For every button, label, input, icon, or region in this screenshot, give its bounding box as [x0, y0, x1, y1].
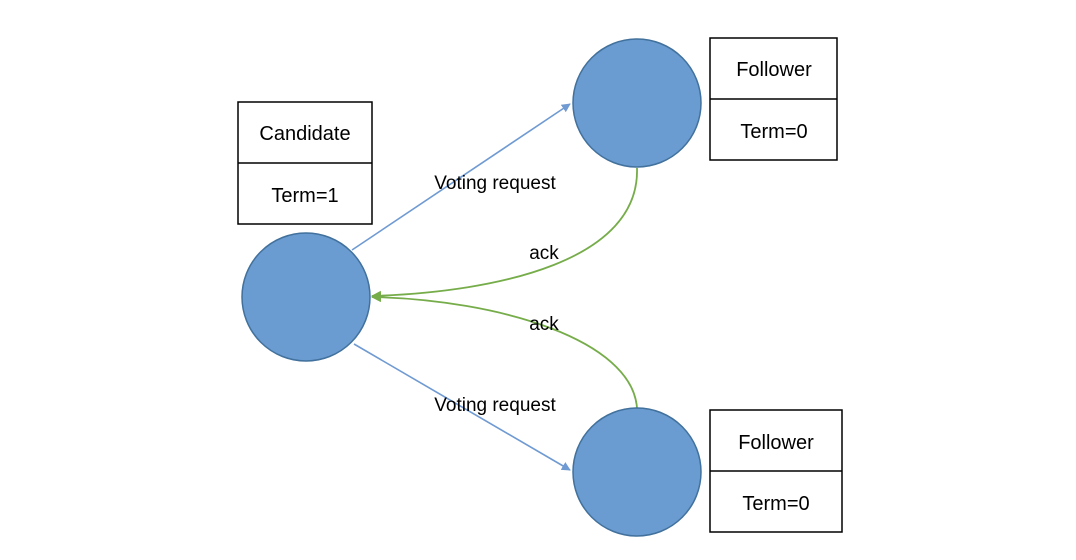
ack-top-label: ack — [529, 243, 559, 264]
ack-bottom-arrow — [371, 292, 638, 409]
candidate-info-box: Candidate Term=1 — [237, 101, 373, 225]
candidate-role-label: Candidate — [259, 123, 350, 145]
follower-bottom-node — [572, 407, 702, 537]
follower-bottom-role-label: Follower — [738, 432, 814, 454]
candidate-term-label: Term=1 — [271, 185, 338, 207]
voting-request-bottom-label: Voting request — [434, 395, 556, 416]
follower-top-node — [572, 38, 702, 168]
ack-top-arrow — [371, 167, 638, 301]
follower-top-term-label: Term=0 — [740, 121, 807, 143]
voting-request-top-arrow — [351, 103, 571, 251]
voting-request-bottom-arrow — [353, 343, 571, 471]
follower-bottom-term-label: Term=0 — [742, 493, 809, 515]
follower-top-info-box: Follower Term=0 — [709, 37, 838, 161]
follower-bottom-info-box: Follower Term=0 — [709, 409, 843, 533]
candidate-node — [241, 232, 371, 362]
ack-bottom-label: ack — [529, 314, 559, 335]
follower-top-role-label: Follower — [736, 59, 812, 81]
voting-request-top-label: Voting request — [434, 173, 556, 194]
